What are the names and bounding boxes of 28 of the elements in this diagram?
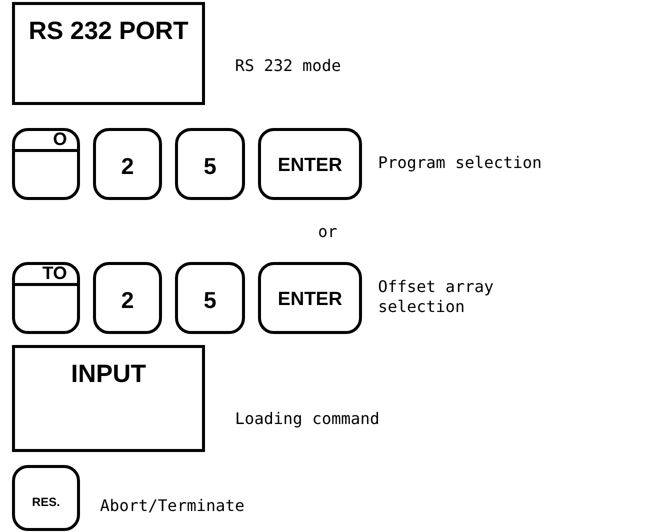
- key-label: O: [52, 129, 67, 149]
- key-label: INPUT: [70, 359, 147, 390]
- note-text: or: [318, 222, 338, 242]
- keypad-key: [258, 262, 362, 334]
- key-description: RS 232 mode: [235, 56, 342, 76]
- key-label: ENTER: [276, 154, 344, 178]
- key-label: RS 232 PORT: [28, 16, 190, 47]
- key-label: RES.: [30, 495, 61, 509]
- keypad-key: [258, 128, 362, 200]
- keypad-key: [93, 128, 162, 200]
- key-description: Program selection: [378, 153, 543, 173]
- key-description: Offset array selection: [378, 277, 495, 317]
- panel-key: [12, 2, 205, 105]
- key-label: 5: [202, 153, 218, 179]
- key-label: ENTER: [276, 288, 344, 312]
- key-label: 5: [202, 287, 218, 313]
- key-label: 2: [120, 287, 135, 313]
- keypad-key: [12, 128, 80, 200]
- panel-key: [12, 345, 205, 452]
- key-label: 2: [120, 153, 135, 179]
- keypad-key: [175, 262, 245, 334]
- key-description: Loading command: [235, 409, 380, 429]
- keypad-key: [12, 262, 80, 334]
- key-description: Abort/Terminate: [100, 496, 246, 516]
- keypad-key: [12, 465, 80, 531]
- key-label: TO: [42, 263, 67, 283]
- keypad-key: [175, 128, 245, 200]
- keypad-key: [93, 262, 162, 334]
